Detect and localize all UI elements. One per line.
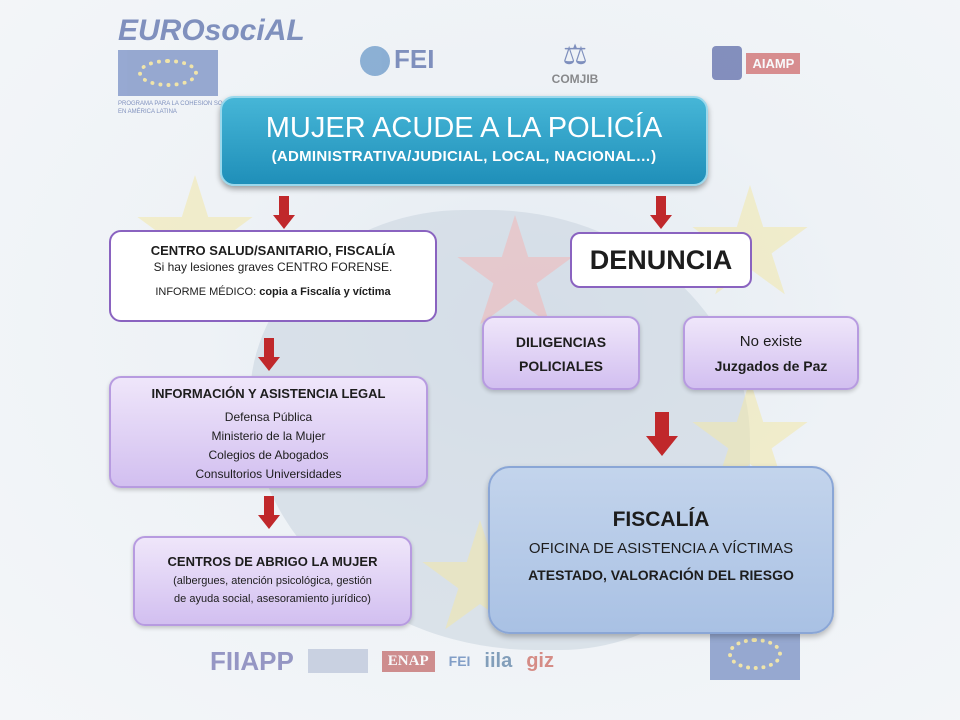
informacion-item: Defensa Pública <box>224 410 313 424</box>
abrigo-title: CENTROS DE ABRIGO LA MUJER <box>167 554 378 569</box>
juzgados-box: No existe Juzgados de Paz <box>683 316 859 390</box>
eurosocial-caption: PROGRAMA PARA LA COHESIÓN SOCIAL EN AMÉR… <box>118 101 236 115</box>
eurosocial-logo: EUROsociAL <box>118 14 305 47</box>
fei-label: FEI <box>394 44 435 74</box>
informacion-item: Consultorios Universidades <box>195 467 342 481</box>
diligencias-box: DILIGENCIAS POLICIALES <box>482 316 640 390</box>
denuncia-box: DENUNCIA <box>570 232 752 288</box>
aiamp-label: AIAMP <box>746 52 801 74</box>
comjib-logo: ⚖ COMJIB <box>540 38 610 86</box>
arrow-down-icon <box>650 196 672 230</box>
aiamp-logo: AIAMP <box>712 46 801 80</box>
abrigo-box: CENTROS DE ABRIGO LA MUJER (albergues, a… <box>133 536 412 626</box>
partner-logos: FIIAPP ENAP FEI iila giz <box>210 640 770 682</box>
fiiapp-logo: FIIAPP <box>210 645 294 676</box>
informacion-item: Colegios de Abogados <box>208 448 329 462</box>
centro-salud-line3: INFORME MÉDICO: copia a Fiscalía y vícti… <box>111 284 435 300</box>
juzgados-line2: Juzgados de Paz <box>714 358 828 374</box>
fiscalia-box: FISCALÍA OFICINA DE ASISTENCIA A VÍCTIMA… <box>488 466 834 634</box>
aiamp-icon <box>712 46 742 80</box>
arrow-down-icon <box>258 496 280 530</box>
fiscalia-title: FISCALÍA <box>612 508 710 531</box>
giz-logo: giz <box>526 649 554 672</box>
informe-medico-label: INFORME MÉDICO: <box>155 286 260 298</box>
denuncia-label: DENUNCIA <box>589 245 733 275</box>
title-line1: MUJER ACUDE A LA POLICÍA <box>265 112 663 144</box>
partner-logo-box <box>307 649 368 673</box>
eu-flag-icon <box>710 628 800 680</box>
arrow-down-icon <box>646 412 678 456</box>
centro-salud-line2: Si hay lesiones graves CENTRO FORENSE. <box>153 260 393 274</box>
informacion-box: INFORMACIÓN Y ASISTENCIA LEGAL Defensa P… <box>109 376 428 488</box>
abrigo-line2: (albergues, atención psicológica, gestió… <box>173 575 372 587</box>
arrow-down-icon <box>273 196 295 230</box>
scales-icon: ⚖ <box>562 39 588 70</box>
arrow-down-icon <box>258 338 280 372</box>
informe-medico-copia: copia a Fiscalía y víctima <box>259 286 391 298</box>
diligencias-line1: DILIGENCIAS <box>515 334 607 350</box>
fei-small-logo: FEI <box>448 653 471 669</box>
eu-flag-icon <box>118 50 218 96</box>
title-box: MUJER ACUDE A LA POLICÍA (ADMINISTRATIVA… <box>220 96 708 186</box>
informacion-item: Ministerio de la Mujer <box>211 429 326 443</box>
comjib-label: COMJIB <box>551 72 599 86</box>
fiscalia-line3: ATESTADO, VALORACIÓN DEL RIESGO <box>528 567 794 583</box>
iila-logo: iila <box>484 649 513 672</box>
juzgados-line1: No existe <box>739 333 803 350</box>
informacion-title: INFORMACIÓN Y ASISTENCIA LEGAL <box>151 386 386 401</box>
fiscalia-line2: OFICINA DE ASISTENCIA A VÍCTIMAS <box>528 540 794 557</box>
diligencias-line2: POLICIALES <box>518 358 603 374</box>
centro-salud-title: CENTRO SALUD/SANITARIO, FISCALÍA <box>150 243 396 258</box>
fei-icon <box>360 46 390 77</box>
centro-salud-box: CENTRO SALUD/SANITARIO, FISCALÍA Si hay … <box>109 230 437 322</box>
enap-logo: ENAP <box>381 650 435 672</box>
fei-logo: FEI <box>360 44 435 77</box>
title-line2: (ADMINISTRATIVA/JUDICIAL, LOCAL, NACIONA… <box>271 148 657 165</box>
abrigo-line3: de ayuda social, asesoramiento jurídico) <box>174 593 371 605</box>
